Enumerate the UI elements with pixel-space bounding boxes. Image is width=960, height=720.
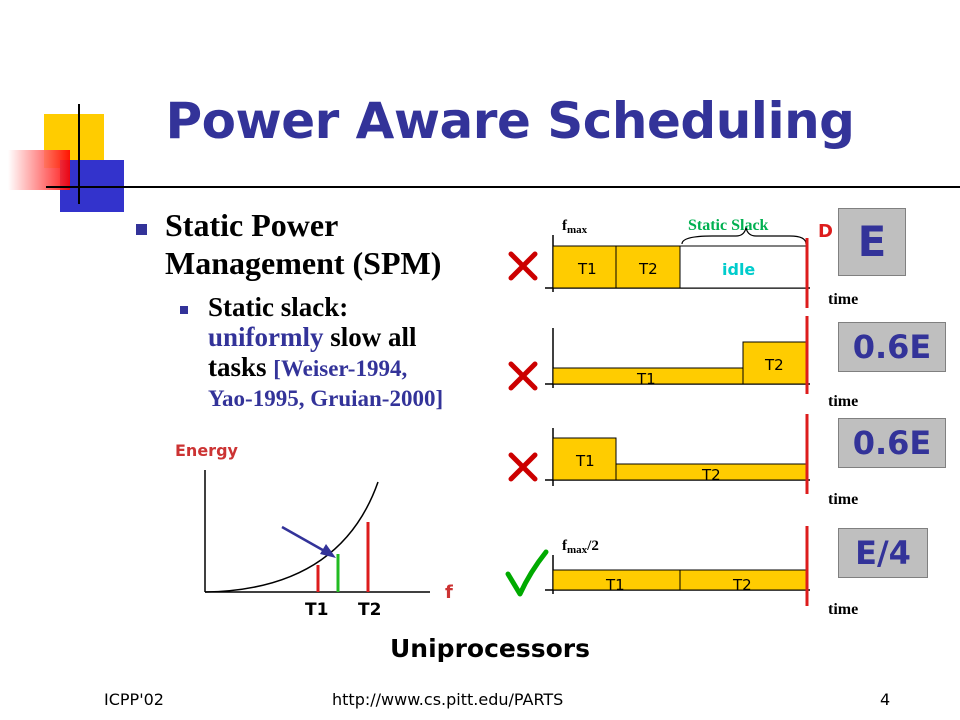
page-number: 4 (880, 690, 891, 709)
energy-axis-label: Energy (175, 441, 239, 460)
time-label: time (828, 393, 858, 410)
bullet-spm-line2: Management (SPM) (165, 245, 442, 281)
bullet-static-slack: Static slack: uniformly slow all tasks [… (208, 292, 508, 414)
bullet-marker (136, 224, 147, 235)
check-icon (505, 549, 549, 597)
fmax-half-label: fmax/2 (562, 538, 599, 556)
task2-label: T2 (638, 260, 658, 278)
bullet-slack-tasks: tasks (208, 352, 274, 382)
uniprocessors-label: Uniprocessors (390, 634, 590, 663)
task2-label: T2 (701, 466, 721, 484)
schedule-slow-t2: T1 T2 time (508, 414, 858, 508)
bullet-slack-slowall: slow all (323, 322, 417, 352)
task1-block (552, 437, 617, 481)
footer-url[interactable]: http://www.cs.pitt.edu/PARTS (332, 690, 564, 709)
time-label: time (828, 291, 858, 308)
bullet-spm: Static Power Management (SPM) (165, 206, 495, 282)
arrow-head-icon (320, 544, 336, 558)
schedule-slow-t1: T1 T2 time (508, 316, 858, 410)
idle-block (679, 245, 807, 289)
task2-label: T2 (732, 576, 752, 594)
bullet-slack-line1: Static slack: (208, 292, 349, 322)
time-label: time (828, 491, 858, 508)
cross-icon (508, 361, 538, 391)
page-title: Power Aware Scheduling (165, 92, 855, 150)
footer-left: ICPP'02 (104, 690, 164, 709)
energy-box-1: E (838, 208, 906, 276)
schedule-fmax: fmax T1 T2 idle Static Slack D time (508, 217, 858, 308)
task1-label: T1 (575, 452, 595, 470)
energy-curve (204, 481, 379, 593)
bullet-spm-line1: Static Power (165, 207, 339, 243)
energy-box-4: E/4 (838, 528, 928, 578)
energy-plot: Energy f T1 T2 (175, 441, 453, 620)
slack-brace (681, 227, 807, 245)
cross-icon (508, 452, 538, 482)
schedule-fmax-half: fmax/2 T1 T2 time (505, 526, 858, 618)
title-underline (90, 186, 960, 188)
t2-label: T2 (358, 600, 381, 620)
energy-box-3: 0.6E (838, 418, 946, 468)
task2-label: T2 (764, 356, 784, 374)
energy-box-2: 0.6E (838, 322, 946, 372)
idle-label: idle (722, 260, 755, 279)
sub-bullet-marker (180, 306, 188, 314)
deadline-label: D (818, 221, 833, 242)
citation-2: Yao-1995, Gruian-2000] (208, 386, 444, 411)
cross-icon (508, 251, 538, 281)
time-label: time (828, 601, 858, 618)
schedule-diagrams: fmax T1 T2 idle Static Slack D time T1 T… (505, 217, 858, 618)
f-axis-label: f (445, 582, 453, 603)
t1-label: T1 (305, 600, 328, 620)
citation-1: [Weiser-1994, (273, 356, 408, 381)
logo-decoration (0, 0, 150, 230)
task1-label: T1 (605, 576, 625, 594)
arrow-line (281, 525, 329, 555)
bullet-slack-uniformly: uniformly (208, 322, 324, 352)
task1-label: T1 (577, 260, 597, 278)
static-slack-label: Static Slack (688, 217, 769, 234)
fmax-label: fmax (562, 218, 588, 236)
task1-label: T1 (636, 370, 656, 388)
